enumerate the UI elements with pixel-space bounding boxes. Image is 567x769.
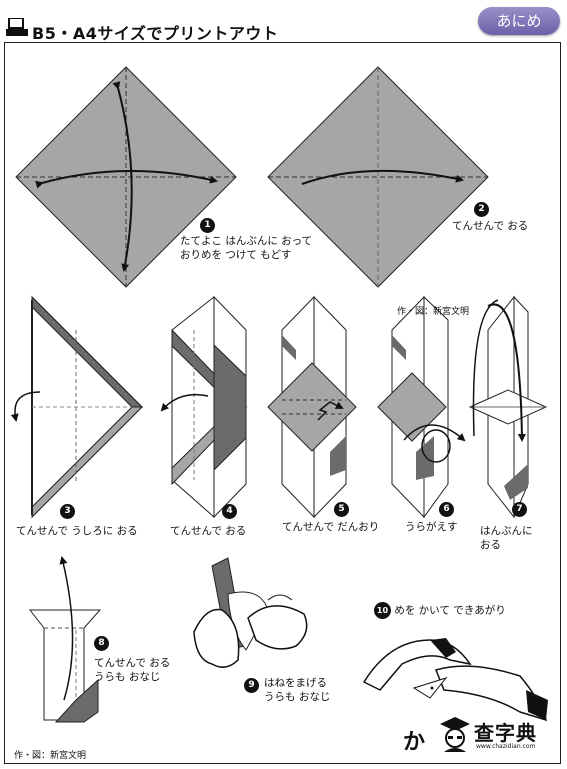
step9-label: 9 はねをまげる うらも おなじ [244,676,330,704]
printer-icon [6,18,28,36]
step4-text1: てんせんで おる [170,525,247,537]
step7-text2: おる [480,539,501,551]
step4-label: 4 てんせんで おる [170,504,247,538]
diagram-frame [4,42,561,764]
step6-number: 6 [439,502,454,517]
step5-number: 5 [334,502,349,517]
watermark-ka: か [403,730,426,755]
step10-number: 10 [374,602,391,619]
step5-diagram [267,295,357,519]
step1-text2: おりめを つけて もどす [180,249,292,261]
step10-text1: めを かいて できあがり [394,604,506,617]
step9-diagram [193,557,308,668]
step3-diagram [10,295,144,519]
step7-diagram [468,295,548,519]
step7-number: 7 [512,502,527,517]
step10-diagram [362,638,548,722]
step8-text1: てんせんで おる [94,657,171,669]
step8-number: 8 [94,636,109,651]
step6-diagram [377,295,466,519]
step1-text1: たてよこ はんぶんに おって [180,235,313,247]
step9-text2: うらも おなじ [264,691,331,703]
step3-text1: てんせんで うしろに おる [16,525,138,537]
step8-label: 8 てんせんで おる うらも おなじ [94,636,171,684]
step9-number: 9 [244,678,259,693]
step9-text1: はねをまげる [264,677,327,689]
step1-diagram [15,66,237,288]
page-header: B5・A4サイズでプリントアウト あにめ [0,0,567,43]
step2-text1: てんせんで おる [452,220,529,232]
step1-number: 1 [200,218,215,233]
step3-label: 3 てんせんで うしろに おる [16,504,138,538]
graduate-icon [440,717,470,752]
step6-label: 6 うらがえす [405,502,458,534]
step2-label: 2 てんせんで おる [452,202,529,233]
step4-diagram [160,295,248,519]
step2-number: 2 [474,202,489,217]
step6-text1: うらがえす [405,521,458,533]
anime-button[interactable]: あにめ [478,7,560,35]
page-title: B5・A4サイズでプリントアウト [32,24,279,43]
credit-bottom: 作・図：新宮文明 [14,751,87,761]
step7-text1: はんぶんに [480,525,533,537]
step5-label: 5 てんせんで だんおり [282,502,380,534]
step8-text2: うらも おなじ [94,671,161,683]
step4-number: 4 [222,504,237,519]
step8-diagram [28,556,102,723]
step2-diagram [267,66,489,288]
watermark-url: www.chazidian.com [476,743,536,750]
step1-label: 1 たてよこ はんぶんに おって おりめを つけて もどす [180,218,313,262]
step5-text1: てんせんで だんおり [282,521,380,533]
credit-mid: 作・図：新宮文明 [397,307,470,317]
step7-label: 7 はんぶんに おる [480,502,533,552]
step3-number: 3 [60,504,75,519]
step10-label: 10 めを かいて できあがり [374,602,506,619]
watermark-title: 查字典 [474,721,537,745]
